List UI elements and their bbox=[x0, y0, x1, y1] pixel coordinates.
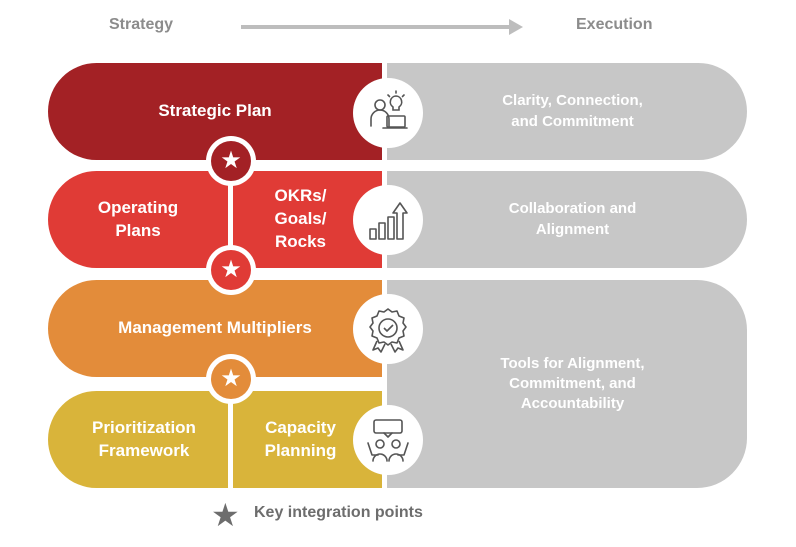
operating-plans-label: Operating Plans bbox=[97, 197, 179, 240]
outcome-text-tools: Tools for Alignment, Commitment, and Acc… bbox=[500, 354, 645, 413]
execution-header: Execution bbox=[576, 16, 653, 33]
capacity-planning-label: Capacity Planning bbox=[264, 417, 337, 460]
arrow-head-icon bbox=[509, 19, 523, 35]
strategy-header: Strategy bbox=[109, 16, 174, 33]
okrs-goals-rocks-label: OKRs/ Goals/ Rocks bbox=[274, 186, 327, 251]
outcome-pill-clarity bbox=[387, 63, 747, 160]
star-icon: ★ bbox=[211, 141, 251, 181]
team-meeting-icon bbox=[353, 405, 423, 475]
strategic-plan-label: Strategic Plan bbox=[158, 101, 272, 121]
outcome-text-collaboration: Collaboration and Alignment bbox=[508, 200, 637, 238]
prioritization-divider bbox=[228, 391, 233, 488]
legend-label: Key integration points bbox=[254, 504, 423, 521]
strategy-to-execution-arrow bbox=[241, 25, 511, 29]
integration-point-3: ★ bbox=[206, 354, 256, 404]
person-idea-icon bbox=[353, 78, 423, 148]
integration-point-2: ★ bbox=[206, 245, 256, 295]
prioritization-pill bbox=[48, 391, 382, 488]
prioritization-framework-label: Prioritization Framework bbox=[92, 417, 196, 460]
management-multipliers-label: Management Multipliers bbox=[118, 318, 312, 338]
award-ribbon-icon bbox=[353, 294, 423, 364]
outcome-pill-tools bbox=[387, 280, 747, 488]
growth-chart-icon bbox=[353, 185, 423, 255]
outcome-text-clarity: Clarity, Connection, and Commitment bbox=[502, 92, 643, 130]
outcome-pill-collaboration bbox=[387, 171, 747, 268]
star-icon: ★ bbox=[211, 359, 251, 399]
integration-point-1: ★ bbox=[206, 136, 256, 186]
operating-divider bbox=[228, 171, 233, 268]
legend-star-icon: ★ bbox=[211, 497, 240, 533]
star-icon: ★ bbox=[211, 250, 251, 290]
